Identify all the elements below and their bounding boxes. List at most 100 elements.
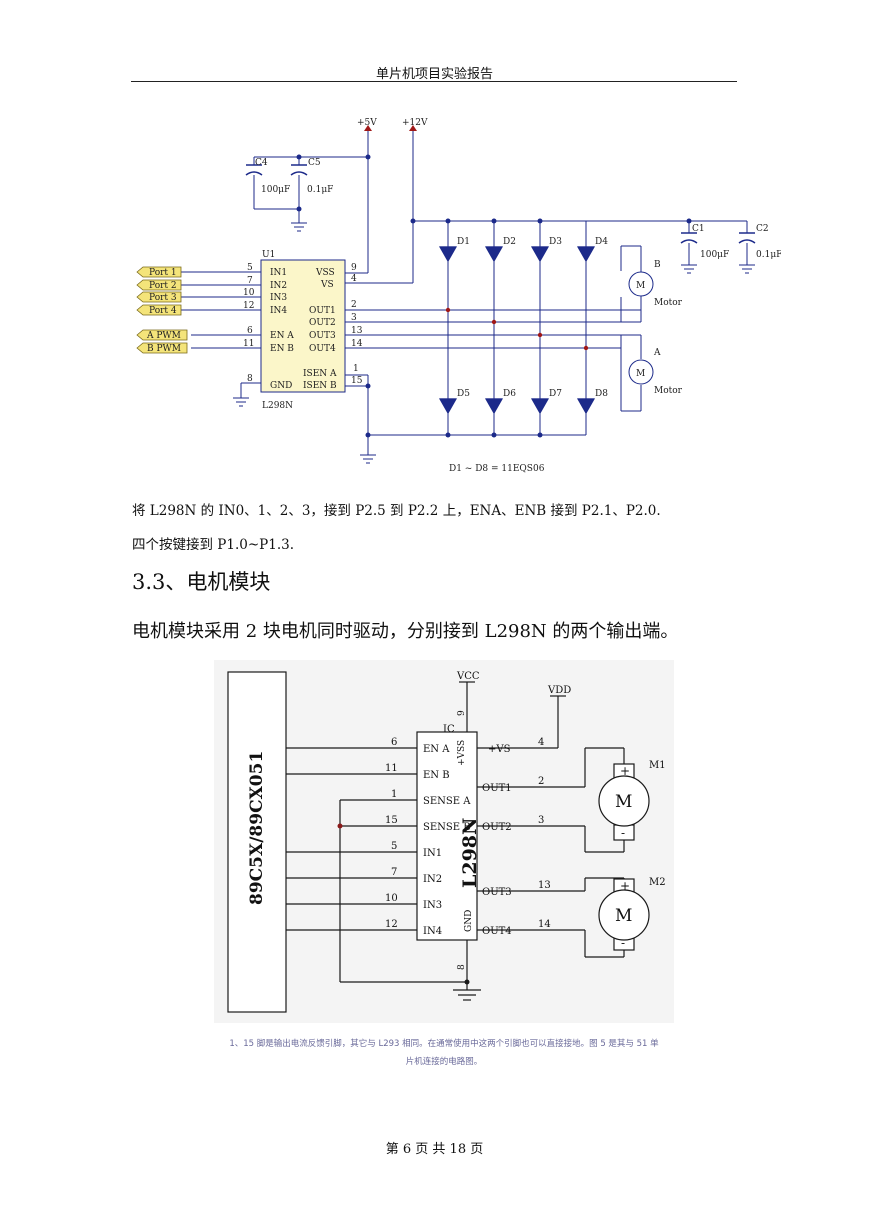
pin-label: OUT2 [309, 318, 336, 328]
text-line-3: 电机模块采用 2 块电机同时驱动，分别接到 L298N 的两个输出端。 [132, 621, 679, 642]
diode-label: D6 [503, 389, 516, 399]
pin-num: 10 [385, 893, 398, 904]
chip-label: L298N [459, 818, 481, 888]
pin-num: 4 [351, 274, 357, 284]
motor-b-label: Motor [654, 298, 683, 308]
pin-num: 6 [247, 326, 253, 336]
pin-num: 9 [351, 263, 357, 273]
port-tag: Port 4 [149, 306, 177, 316]
pin-label: +VSS [457, 740, 467, 766]
pin-label: VSS [315, 268, 335, 278]
pin-label: IN3 [270, 293, 287, 303]
pin-label: IN4 [423, 926, 442, 937]
diode-label: D7 [549, 389, 562, 399]
ic-label: IC [443, 724, 455, 735]
pin-label: GND [464, 910, 474, 932]
motor-m2-ref: M2 [649, 877, 666, 888]
pin-label: SENSE B [423, 822, 471, 833]
pin-num: 11 [243, 339, 254, 349]
pin-num: 8 [457, 964, 467, 970]
pin-label: VS [320, 280, 334, 290]
pin-label: IN2 [423, 874, 442, 885]
motor-a-label: Motor [654, 386, 683, 396]
pin-label: OUT1 [482, 783, 512, 794]
port-tag: A PWM [146, 331, 181, 341]
pin-label: ISEN B [303, 381, 337, 391]
pin-num: 8 [247, 374, 253, 384]
pin-num: 7 [391, 867, 397, 878]
vcc-label: VCC [456, 671, 480, 682]
pin-num: 3 [538, 815, 544, 826]
motor-a-symbol-text: M [636, 369, 645, 379]
cap-c4-value: 100μF [261, 185, 290, 195]
pin-label: GND [270, 381, 292, 391]
diode-label: D3 [549, 237, 562, 247]
motor-a-symbol [628, 359, 654, 385]
mcu-label: 89C5X/89CX051 [247, 751, 267, 905]
pin-num: 13 [538, 880, 551, 891]
pin-num: 1 [391, 789, 397, 800]
pin-num: 5 [391, 841, 397, 852]
motor-m2-minus: - [621, 936, 625, 950]
pin-num: 1 [353, 364, 359, 374]
cap-c4-name: C4 [255, 158, 268, 168]
pin-num: 7 [247, 276, 253, 286]
pin-label: ISEN A [303, 369, 337, 379]
text-line-1: 将 L298N 的 IN0、1、2、3，接到 P2.5 到 P2.2 上，ENA… [132, 503, 661, 519]
port-tag: Port 2 [149, 281, 177, 291]
cap-c2-value: 0.1μF [756, 250, 781, 260]
section-heading: 3.3、电机模块 [132, 570, 271, 594]
pin-label: EN B [270, 344, 294, 354]
motor-a-ref: A [653, 348, 661, 358]
pin-label: EN B [423, 770, 450, 781]
pin-num: 12 [385, 919, 398, 930]
diode-label: D5 [457, 389, 470, 399]
motor-m1-plus: + [620, 764, 630, 778]
pin-num: 3 [351, 313, 357, 323]
pin-num: 5 [247, 263, 253, 273]
page-header: 单片机项目实验报告 [375, 67, 493, 82]
motor-b-symbol [628, 271, 654, 297]
diode-label: D8 [595, 389, 608, 399]
pin-label: OUT3 [482, 887, 512, 898]
diode-label: D4 [595, 237, 608, 247]
pin-label: IN3 [423, 900, 442, 911]
pin-num: 14 [351, 339, 363, 349]
pin-label: IN4 [270, 306, 287, 316]
pin-num: 11 [385, 763, 398, 774]
caption-line-2: 片机连接的电路图。 [405, 1057, 483, 1067]
pin-label: IN1 [423, 848, 442, 859]
pin-label: OUT2 [482, 822, 512, 833]
pin-num: 15 [351, 376, 363, 386]
l298n-driver-schematic: +5V +12V C4 100μF C5 0.1μF C1 100μF C2 0… [136, 118, 781, 474]
pin-label: OUT3 [309, 331, 336, 341]
motor-b-ref: B [654, 260, 661, 270]
motor-b-symbol-text: M [636, 281, 645, 291]
pin-label: EN A [270, 331, 294, 341]
vdd-label: VDD [547, 685, 571, 696]
mcu-motor-schematic: 89C5X/89CX051 VCC VDD IC L298N +VSS 9 GN… [214, 660, 674, 1023]
pin-num: 15 [385, 815, 398, 826]
cap-c2-name: C2 [756, 224, 769, 234]
pin-num: 4 [538, 737, 544, 748]
header-rule [131, 81, 737, 82]
diode-label: D1 [457, 237, 470, 247]
motor-m1-minus: - [621, 826, 625, 840]
pin-num: 13 [351, 326, 363, 336]
pin-label: OUT4 [482, 926, 512, 937]
pin-num: 6 [391, 737, 397, 748]
caption-line-1: 1、15 脚是输出电流反馈引脚，其它与 L293 相同。在通常使用中这两个引脚也… [229, 1039, 659, 1049]
port-tag: B PWM [147, 344, 181, 354]
label-5v: +5V [357, 118, 377, 128]
pin-num: 14 [538, 919, 551, 930]
pin-num: 2 [351, 300, 357, 310]
pin-num: 9 [457, 710, 467, 716]
motor-m2-symbol: M [615, 906, 632, 926]
port-tag: Port 3 [149, 293, 177, 303]
ic-part: L298N [262, 401, 293, 411]
diode-note: D1 ~ D8 = 11EQS06 [449, 464, 545, 474]
ic-ref: U1 [262, 250, 275, 260]
cap-c1-value: 100μF [700, 250, 729, 260]
cap-c5-name: C5 [308, 158, 321, 168]
pin-label: EN A [423, 744, 450, 755]
